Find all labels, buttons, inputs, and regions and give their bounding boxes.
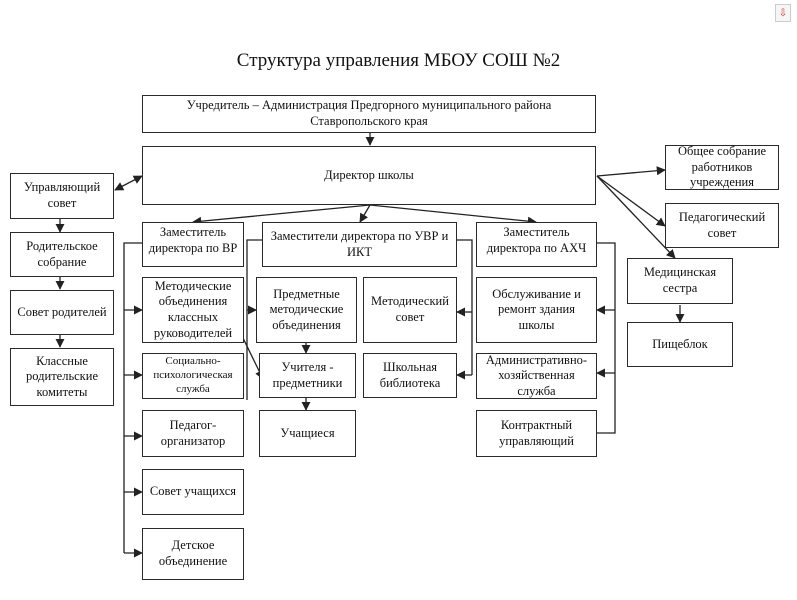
node-students: Учащиеся xyxy=(259,410,356,457)
edge-director-deputy-vr xyxy=(192,204,371,226)
bracket-deputy-ahch xyxy=(597,242,616,434)
node-students-council: Совет учащихся xyxy=(142,469,244,515)
node-social-service: Социально-психологическая служба xyxy=(142,353,244,399)
node-organizer: Педагог-организатор xyxy=(142,410,244,457)
edge-director-council xyxy=(114,175,143,191)
node-children-association: Детское объединение xyxy=(142,528,244,580)
edge-director-general-meeting xyxy=(596,166,666,177)
node-subject-mo: Предметные методические объединения xyxy=(256,277,357,343)
node-governing-council: Управляющий совет xyxy=(10,173,114,219)
edge-director-deputy-ahch xyxy=(369,204,537,226)
node-maintenance: Обслуживание и ремонт здания школы xyxy=(476,277,597,343)
node-contract-manager: Контрактный управляющий xyxy=(476,410,597,457)
node-parents-meeting: Родительское собрание xyxy=(10,232,114,277)
page-title: Структура управления МБОУ СОШ №2 xyxy=(236,50,561,71)
node-class-committees: Классные родительские комитеты xyxy=(10,348,114,406)
node-methodical-council: Методический совет xyxy=(363,277,457,343)
node-deputy-uvr: Заместители директора по УВР и ИКТ xyxy=(262,222,457,267)
edge-director-nurse xyxy=(596,175,676,259)
node-general-meeting: Общее собрание работников учреждения xyxy=(665,145,779,190)
node-class-teachers-mo: Методические объединения классных руково… xyxy=(142,277,244,343)
node-deputy-vr: Заместитель директора по ВР xyxy=(142,222,244,267)
bracket-deputy-vr xyxy=(123,242,142,553)
bracket-deputy-uvr-right xyxy=(457,239,473,375)
node-director: Директор школы xyxy=(142,146,596,205)
node-subject-teachers: Учителя - предметники xyxy=(259,353,356,398)
edge-director-deputy-uvr xyxy=(359,204,371,223)
bracket-deputy-uvr-left xyxy=(246,239,262,400)
node-pedagogical-council: Педагогический совет xyxy=(665,203,779,248)
node-founder: Учредитель – Администрация Предгорного м… xyxy=(142,95,596,133)
node-catering: Пищеблок xyxy=(627,322,733,367)
edge-director-ped-council xyxy=(596,175,666,227)
node-library: Школьная библиотека xyxy=(363,353,457,398)
node-parents-council: Совет родителей xyxy=(10,290,114,335)
node-deputy-ahch: Заместитель директора по АХЧ xyxy=(476,222,597,267)
node-nurse: Медицинская сестра xyxy=(627,258,733,304)
slide-nav-icon[interactable]: ⇩ xyxy=(775,4,791,22)
node-admin-service: Административно-хозяйственная служба xyxy=(476,353,597,399)
